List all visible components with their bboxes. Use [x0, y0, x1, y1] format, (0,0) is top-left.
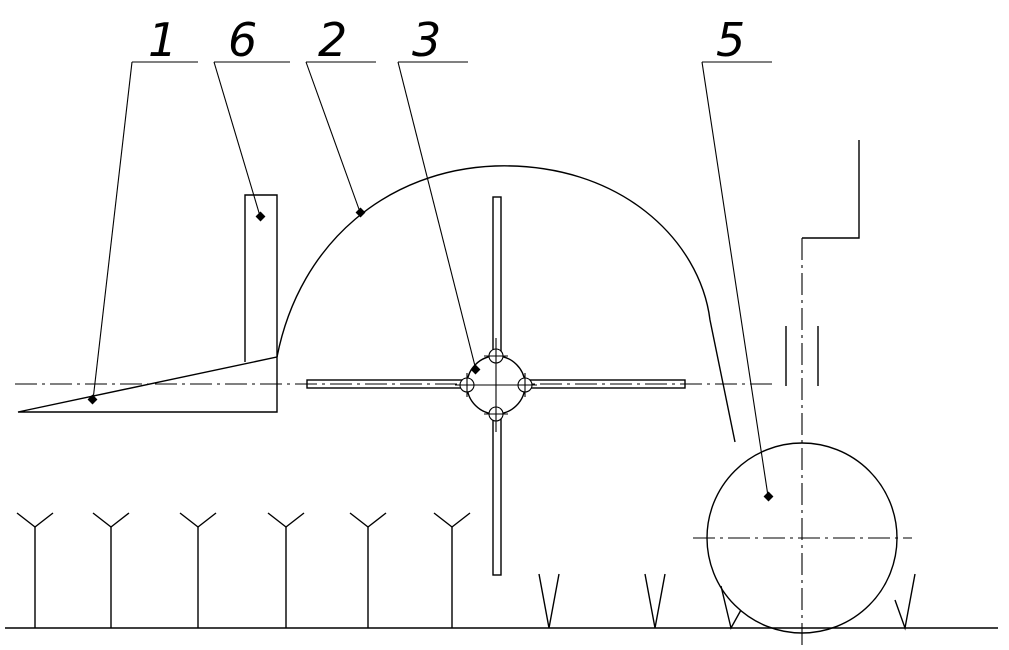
part-5-wheel: [693, 238, 912, 645]
leader-5-dot: [763, 491, 774, 502]
leader-2-dot: [355, 207, 366, 218]
leader-6-dot: [255, 211, 266, 222]
plants-row: [16, 512, 471, 628]
leader-6: [213, 61, 290, 222]
stubble-row: [538, 573, 916, 631]
plant-1: [16, 512, 54, 628]
plant-6: [433, 512, 471, 628]
leader-3: [397, 61, 481, 375]
stubble-3: [720, 585, 742, 630]
frame-bracket: [785, 140, 860, 386]
plant-2: [92, 512, 130, 628]
callout-2: 2: [318, 13, 347, 67]
callout-1: 1: [148, 13, 177, 67]
leader-2: [305, 61, 376, 218]
plant-4: [267, 512, 305, 628]
leader-5: [701, 61, 774, 502]
plant-3: [179, 512, 217, 628]
stubble-2: [644, 573, 666, 629]
callout-3: 3: [412, 13, 441, 67]
part-1-wedge: [17, 356, 278, 413]
leader-1: [87, 61, 198, 405]
part-2-cover-arc: [276, 165, 736, 443]
callout-6: 6: [228, 13, 257, 67]
part-3-rotor: [306, 196, 686, 576]
leader-3-dot: [470, 364, 481, 375]
stubble-1: [538, 573, 560, 629]
stubble-4: [894, 573, 916, 631]
callout-5: 5: [716, 13, 745, 67]
part-6-vertical-plate: [244, 194, 278, 362]
plant-5: [349, 512, 387, 628]
